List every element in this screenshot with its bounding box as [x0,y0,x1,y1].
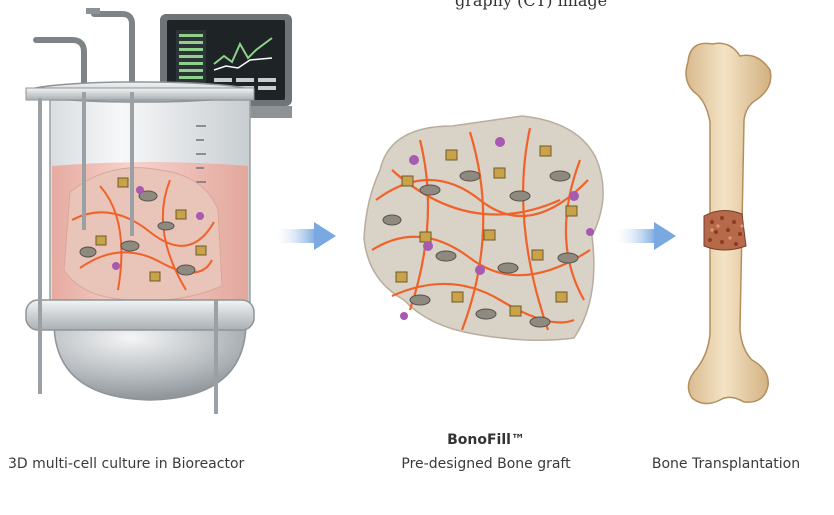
bone-graft-illustration [363,115,604,341]
graft-fibers [371,127,591,331]
graft-cells [382,137,594,328]
arrow-2-icon [616,222,676,250]
step-2-product-name: BonoFill™ [447,432,525,448]
arrow-1-icon [276,222,336,250]
bone-illustration [685,42,772,405]
bioreactor-fibers [71,179,215,291]
header-text-fragment: graphy (CT) image [455,0,608,10]
step-1-caption: 3D multi-cell culture in Bioreactor [8,456,245,472]
step-2-caption: Pre-designed Bone graft [401,456,571,472]
bone-graft-patch [703,210,747,251]
step-3-caption: Bone Transplantation [651,456,801,472]
bioreactor-cells [79,177,207,282]
bioreactor [25,8,292,414]
